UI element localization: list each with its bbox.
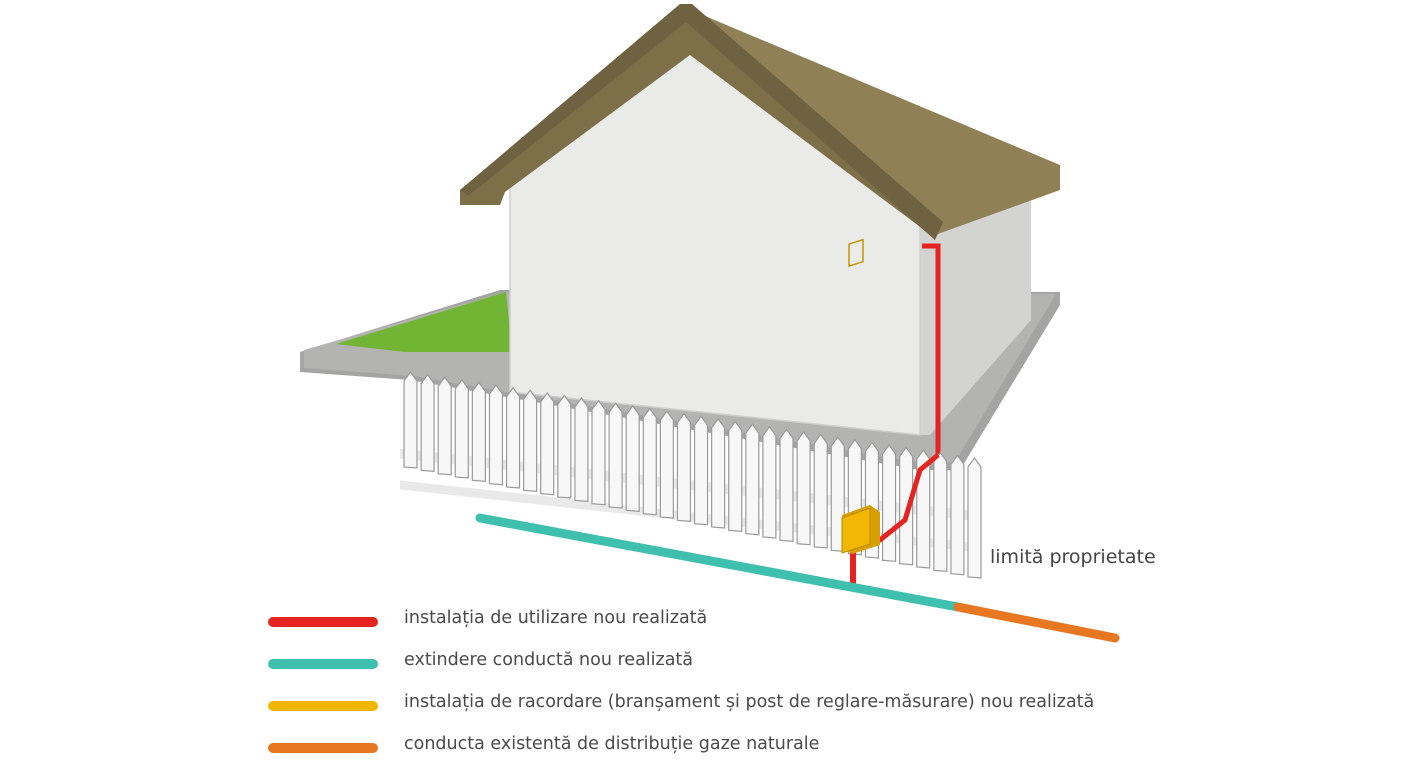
fence-picket — [608, 402, 623, 509]
fence-picket — [523, 389, 538, 492]
legend-label: instalația de racordare (branșament și p… — [404, 692, 1095, 712]
fence-picket — [454, 378, 469, 479]
legend-swatch-yellow — [268, 701, 378, 711]
fence-picket — [933, 451, 948, 572]
legend-label: instalația de utilizare nou realizată — [404, 608, 708, 628]
fence-picket — [881, 443, 897, 562]
new-pipe-extension — [475, 513, 963, 612]
legend-item-existing: conducta existentă de distribuție gaze n… — [268, 734, 1088, 764]
legend-swatch-teal — [268, 659, 378, 669]
roof-slope — [686, 8, 1060, 235]
fence-picket — [505, 386, 521, 489]
legend-item-connection: instalația de racordare (branșament și p… — [268, 692, 1094, 722]
fence-picket — [796, 430, 811, 546]
gas-meter-box — [841, 238, 880, 554]
fence-picket — [437, 376, 452, 476]
fence-picket — [488, 384, 504, 486]
fence-picket — [625, 404, 640, 512]
fence-picket — [557, 394, 572, 499]
fence-picket — [916, 449, 931, 569]
roof-edge — [460, 4, 943, 240]
fence-picket — [591, 399, 606, 506]
fence-picket — [779, 428, 794, 542]
fence-picket — [745, 423, 760, 536]
legend-label: extindere conductă nou realizată — [404, 650, 694, 670]
fence-picket — [830, 436, 845, 552]
fence-picket — [967, 456, 982, 579]
fence-picket — [420, 373, 435, 472]
fence-picket — [899, 446, 914, 566]
fence-picket — [574, 397, 589, 502]
fence-picket — [676, 412, 692, 522]
fence-picket — [728, 420, 743, 532]
fence-picket — [762, 425, 777, 539]
fence-picket — [403, 370, 418, 469]
legend-item-utilization: instalația de utilizare nou realizată — [268, 608, 1088, 638]
legend-swatch-red — [268, 617, 378, 627]
legend-item-extension: extindere conductă nou realizată — [268, 650, 1088, 680]
grass-patch — [336, 292, 512, 352]
utilization-pipe-wall — [922, 243, 941, 455]
existing-distribution-pipe — [953, 602, 1120, 643]
fence-picket — [950, 454, 965, 576]
fence-picket — [642, 407, 657, 516]
fence-picket — [693, 415, 709, 526]
property-limit-label: limită proprietate — [990, 546, 1156, 568]
legend-swatch-orange — [268, 743, 378, 753]
legend-label: conducta existentă de distribuție gaze n… — [404, 734, 820, 754]
fence-picket — [471, 381, 486, 482]
fence-picket — [659, 410, 674, 519]
fence-picket — [711, 417, 726, 529]
fence-picket — [813, 433, 828, 549]
fence-picket — [540, 391, 555, 496]
